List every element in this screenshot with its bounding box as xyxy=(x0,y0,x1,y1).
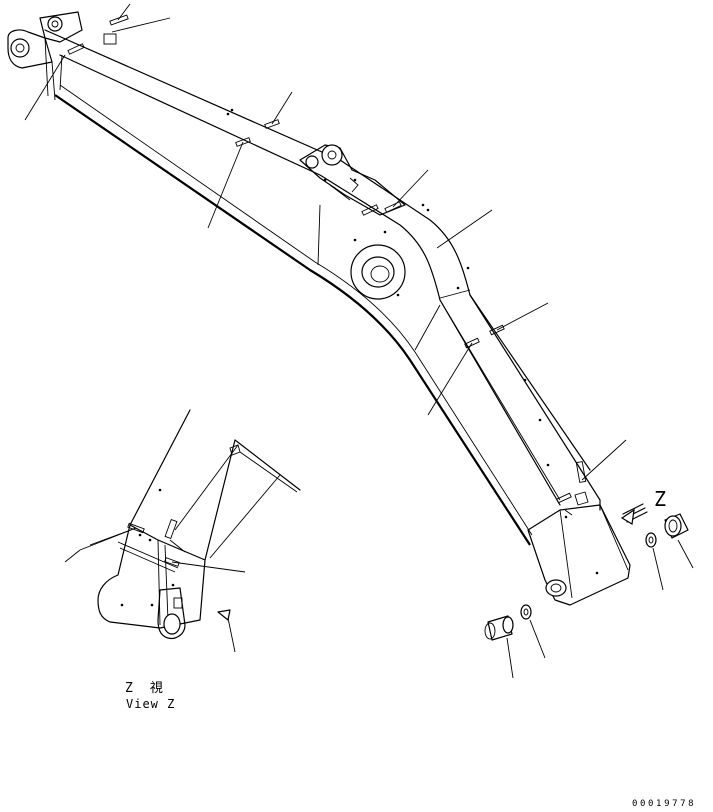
boom-lower-face xyxy=(469,294,601,511)
boom-center-boss xyxy=(350,244,406,300)
boom-bottom-edge-inner xyxy=(59,84,533,536)
bushing-right xyxy=(664,513,689,539)
boom-top-edge xyxy=(44,29,591,471)
boom-assembly xyxy=(7,11,631,606)
boom-bottom-edge xyxy=(54,94,531,546)
boom-cylinder-bracket xyxy=(299,144,406,216)
detail-view-z xyxy=(64,409,301,653)
boom-foot-bracket xyxy=(7,11,83,101)
boom-tip-bracket xyxy=(527,491,631,606)
boom-plate-seam-2 xyxy=(414,304,441,351)
boom-plates xyxy=(67,14,587,504)
boom-top-edge-inner xyxy=(59,54,561,506)
pin-parts xyxy=(484,513,694,679)
view-z-arrow: Z xyxy=(620,487,666,525)
arrow-letter: Z xyxy=(654,487,666,511)
boom-plate-seam-1 xyxy=(317,204,321,266)
view-label-jp: Z 視 xyxy=(125,681,165,696)
boom-plate-seam-3 xyxy=(439,289,471,299)
drawing-number: 00019778 xyxy=(632,799,696,809)
washer-right xyxy=(645,532,657,548)
leader-lines-main xyxy=(24,3,627,481)
bushing-left xyxy=(484,615,514,641)
boom-lower-face-2 xyxy=(439,299,561,501)
view-label-en: View Z xyxy=(126,697,175,711)
washer-left xyxy=(520,604,532,620)
boom-bolts xyxy=(226,108,599,575)
